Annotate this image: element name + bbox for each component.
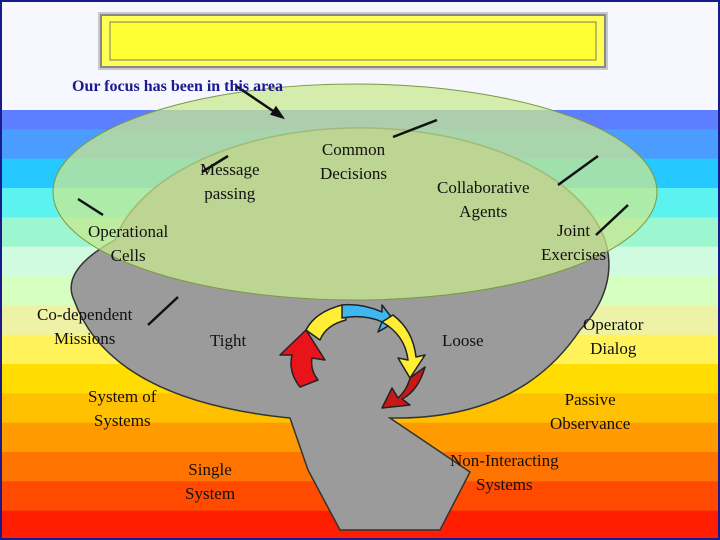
title-frame (98, 12, 608, 70)
pointer-lines (77, 84, 629, 326)
co-dependent-pointer (147, 296, 179, 326)
label-line: Message (200, 160, 260, 179)
red-cycle-arrow (279, 329, 326, 388)
joint-exercises-pointer (595, 204, 629, 236)
label-line: Dialog (590, 339, 637, 358)
label-line: Decisions (320, 164, 388, 183)
label-line: Systems (93, 411, 151, 430)
label-non-interacting-systems: Non-Interacting Systems (450, 449, 559, 497)
collaborative-agents-pointer (557, 154, 599, 187)
label-line: Systems (475, 475, 533, 494)
label-message-passing: Message passing (200, 158, 259, 206)
label-line: Passive (564, 390, 616, 409)
label-line: Operational (88, 222, 169, 241)
label-co-dependent-missions: Co-dependent Missions (37, 303, 132, 351)
label-line: Single (188, 460, 232, 479)
label-line: Observance (550, 414, 631, 433)
label-line: System of (88, 387, 157, 406)
darkred-cycle-arrow (381, 366, 426, 409)
focus-area-ellipse (52, 83, 658, 301)
label-line: Common (321, 140, 386, 159)
cycle-arrows (279, 303, 426, 409)
label-tight: Tight (210, 331, 247, 350)
label-line: Exercises (541, 245, 607, 264)
label-joint-exercises: Joint Exercises (541, 219, 606, 267)
label-line: Co-dependent (37, 305, 133, 324)
label-line: Joint (557, 221, 591, 240)
label-common-decisions: Common Decisions (320, 138, 387, 186)
label-line: Cells (110, 246, 146, 265)
focus-caption: Our focus has been in this area (72, 78, 283, 95)
message-passing-pointer (201, 154, 229, 174)
label-line: Collaborative (437, 178, 530, 197)
label-line: Missions (53, 329, 116, 348)
yellow-cycle-arrow-right (381, 314, 426, 379)
label-line: Agents (459, 202, 508, 221)
common-decisions-pointer (392, 118, 438, 139)
label-line: Operator (583, 315, 644, 334)
label-line: Non-Interacting (450, 451, 559, 470)
label-operational-cells: Operational Cells (88, 220, 168, 268)
operational-cells-pointer (77, 197, 104, 217)
blue-cycle-arrow (341, 303, 396, 333)
label-line: passing (204, 184, 256, 203)
label-loose: Loose (442, 331, 484, 350)
yellow-cycle-arrow-left (305, 304, 347, 341)
label-single-system: Single System (185, 458, 235, 506)
focus-pointer-head (270, 105, 285, 120)
label-line: System (185, 484, 236, 503)
title-panel (98, 12, 608, 70)
label-operator-dialog: Operator Dialog (583, 313, 643, 361)
label-passive-observance: Passive Observance (550, 388, 630, 436)
label-collaborative-agents: Collaborative Agents (437, 176, 530, 224)
label-system-of-systems: System of Systems (88, 385, 156, 433)
